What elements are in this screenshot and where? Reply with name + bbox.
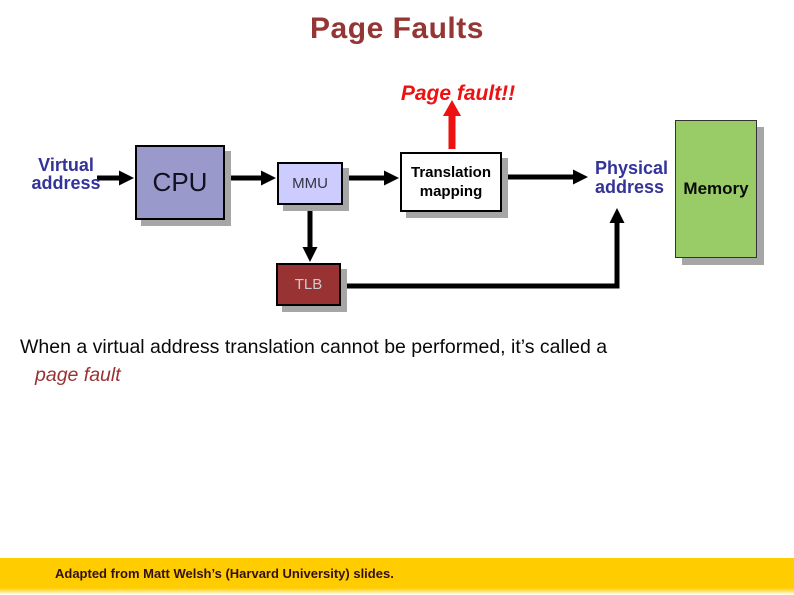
virtual-address-line1: Virtual xyxy=(38,155,94,175)
translation-mapping-line2: mapping xyxy=(419,183,483,200)
arrow-mmu-to-tlb-icon xyxy=(302,206,318,262)
slide-title: Page Faults xyxy=(310,12,484,45)
arrow-translation-to-physical-icon xyxy=(504,169,588,185)
mmu-box: MMU xyxy=(277,162,343,205)
body-line1: When a virtual address translation canno… xyxy=(20,336,608,358)
cpu-box-label: CPU xyxy=(152,167,208,197)
memory-box: Memory xyxy=(675,120,757,258)
body-paragraph: When a virtual address translation canno… xyxy=(20,333,780,389)
tlb-box-label: TLB xyxy=(294,276,323,293)
physical-address-label: Physical address xyxy=(595,159,679,197)
physical-address-line2: address xyxy=(595,177,665,197)
virtual-address-label: Virtual address xyxy=(22,156,110,192)
page-fault-arrow-icon xyxy=(443,100,461,149)
footer-bar xyxy=(0,558,794,588)
arrow-tlb-to-physical-icon xyxy=(342,208,625,289)
footer-bar-fade xyxy=(0,588,794,595)
tlb-box: TLB xyxy=(276,263,341,306)
cpu-box: CPU xyxy=(135,145,225,220)
virtual-address-line2: address xyxy=(31,173,101,193)
translation-mapping-box: Translation mapping xyxy=(400,152,502,212)
body-page-fault-term: page fault xyxy=(35,364,121,386)
arrow-mmu-to-translation-icon xyxy=(344,170,399,186)
footer-credit: Adapted from Matt Welsh’s (Harvard Unive… xyxy=(55,566,394,581)
memory-box-label: Memory xyxy=(683,179,749,198)
translation-mapping-line1: Translation xyxy=(410,164,492,181)
page-fault-callout: Page fault!! xyxy=(400,82,516,105)
physical-address-line1: Physical xyxy=(595,158,669,178)
mmu-box-label: MMU xyxy=(292,175,328,192)
arrow-cpu-to-mmu-icon xyxy=(226,170,276,186)
